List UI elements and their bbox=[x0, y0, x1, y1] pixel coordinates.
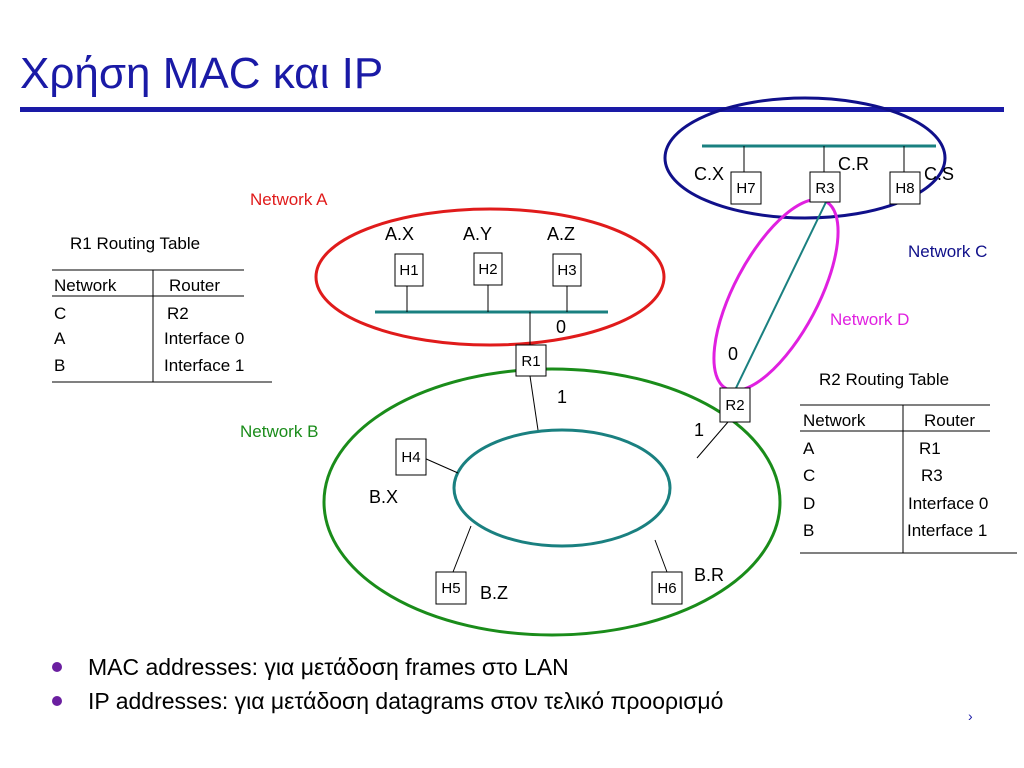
r2-table-cell: Interface 1 bbox=[907, 521, 987, 540]
r2-table-header-network: Network bbox=[803, 411, 866, 430]
node-h8-label: H8 bbox=[895, 180, 914, 197]
r1-table-cell: A bbox=[54, 329, 66, 348]
address-cs: C.S bbox=[924, 164, 954, 184]
node-h8-box bbox=[889, 171, 921, 205]
node-h5-box bbox=[435, 571, 467, 605]
bullet-text: IP addresses: για μετάδοση datagrams στο… bbox=[88, 688, 724, 714]
node-r3-label: R3 bbox=[815, 180, 834, 197]
node-h6-label: H6 bbox=[657, 580, 676, 597]
network-c-label: Network C bbox=[908, 242, 987, 261]
node-h2-label: H2 bbox=[478, 261, 497, 278]
node-r1-box bbox=[515, 344, 547, 377]
network-b-ring bbox=[452, 428, 672, 548]
bullet-list: MAC addresses: για μετάδοση frames στο L… bbox=[52, 650, 723, 718]
address-cx: C.X bbox=[694, 164, 724, 184]
h5-link bbox=[452, 525, 472, 573]
node-h1-box bbox=[394, 253, 424, 287]
r2-table-header-router: Router bbox=[924, 411, 975, 430]
bullet-item: IP addresses: για μετάδοση datagrams στο… bbox=[52, 684, 723, 718]
bullet-dot-icon bbox=[52, 662, 62, 672]
r1-routing-table: R1 Routing Table Network Router C R2 A I… bbox=[52, 234, 272, 383]
r1-interface-0: 0 bbox=[556, 317, 566, 337]
network-a-ellipse bbox=[314, 207, 666, 347]
r2-interface-0: 0 bbox=[728, 344, 738, 364]
r1-table-cell: C bbox=[54, 304, 66, 323]
r1-table-cell: Interface 0 bbox=[164, 329, 244, 348]
r2-table-cell: Interface 0 bbox=[908, 494, 988, 513]
r1-table-header-router: Router bbox=[169, 276, 220, 295]
r2-table-cell: D bbox=[803, 494, 815, 513]
address-bz: B.Z bbox=[480, 583, 508, 603]
network-b-ellipse bbox=[322, 367, 782, 637]
title-underline bbox=[20, 107, 1004, 112]
node-r3-box bbox=[809, 171, 841, 203]
address-ay: A.Y bbox=[463, 224, 492, 244]
r2-table-cell: R3 bbox=[921, 466, 943, 485]
node-h7-box bbox=[730, 171, 762, 205]
network-c-ellipse bbox=[663, 96, 947, 220]
r1-interface-1: 1 bbox=[557, 387, 567, 407]
r2-table-cell: B bbox=[803, 521, 814, 540]
node-h3-label: H3 bbox=[557, 262, 576, 279]
page-title: Χρήση MAC και IP bbox=[20, 49, 384, 98]
h6-link bbox=[654, 539, 668, 573]
r2-table-cell: R1 bbox=[919, 439, 941, 458]
r2-interface-1: 1 bbox=[694, 420, 704, 440]
node-h4-label: H4 bbox=[401, 449, 420, 466]
address-az: A.Z bbox=[547, 224, 575, 244]
node-h7-label: H7 bbox=[736, 180, 755, 197]
r2-if1-link bbox=[696, 421, 729, 459]
r2-table-cell: C bbox=[803, 466, 815, 485]
r2-table-cell: A bbox=[803, 439, 815, 458]
node-r2-label: R2 bbox=[725, 397, 744, 414]
bullet-item: MAC addresses: για μετάδοση frames στο L… bbox=[52, 650, 723, 684]
r1-table-header-network: Network bbox=[54, 276, 117, 295]
node-h5-label: H5 bbox=[441, 580, 460, 597]
r1-table-cell: R2 bbox=[167, 304, 189, 323]
network-d-label: Network D bbox=[830, 310, 909, 329]
r2-routing-table: R2 Routing Table Network Router A R1 C R… bbox=[800, 370, 1017, 554]
address-br: B.R bbox=[694, 565, 724, 585]
network-b-label: Network B bbox=[240, 422, 318, 441]
r2-table-caption: R2 Routing Table bbox=[819, 370, 949, 389]
node-h3-box bbox=[552, 253, 582, 287]
r1-table-cell: Interface 1 bbox=[164, 356, 244, 375]
r1-table-caption: R1 Routing Table bbox=[70, 234, 200, 253]
bullet-dot-icon bbox=[52, 696, 62, 706]
network-d-link bbox=[735, 201, 827, 389]
node-h2-box bbox=[473, 252, 503, 286]
bullet-text: MAC addresses: για μετάδοση frames στο L… bbox=[88, 654, 569, 680]
r1-if1-link bbox=[529, 375, 539, 431]
node-h4-box bbox=[395, 438, 427, 476]
slide-corner-mark: › bbox=[968, 708, 973, 724]
h4-link bbox=[423, 457, 459, 474]
network-a-label: Network A bbox=[250, 190, 328, 209]
address-bx: B.X bbox=[369, 487, 398, 507]
r1-table-cell: B bbox=[54, 356, 65, 375]
node-r1-label: R1 bbox=[521, 353, 540, 370]
address-ax: A.X bbox=[385, 224, 414, 244]
address-cr: C.R bbox=[838, 154, 869, 174]
node-h6-box bbox=[651, 571, 683, 605]
node-h1-label: H1 bbox=[399, 262, 418, 279]
node-r2-box bbox=[719, 387, 751, 423]
